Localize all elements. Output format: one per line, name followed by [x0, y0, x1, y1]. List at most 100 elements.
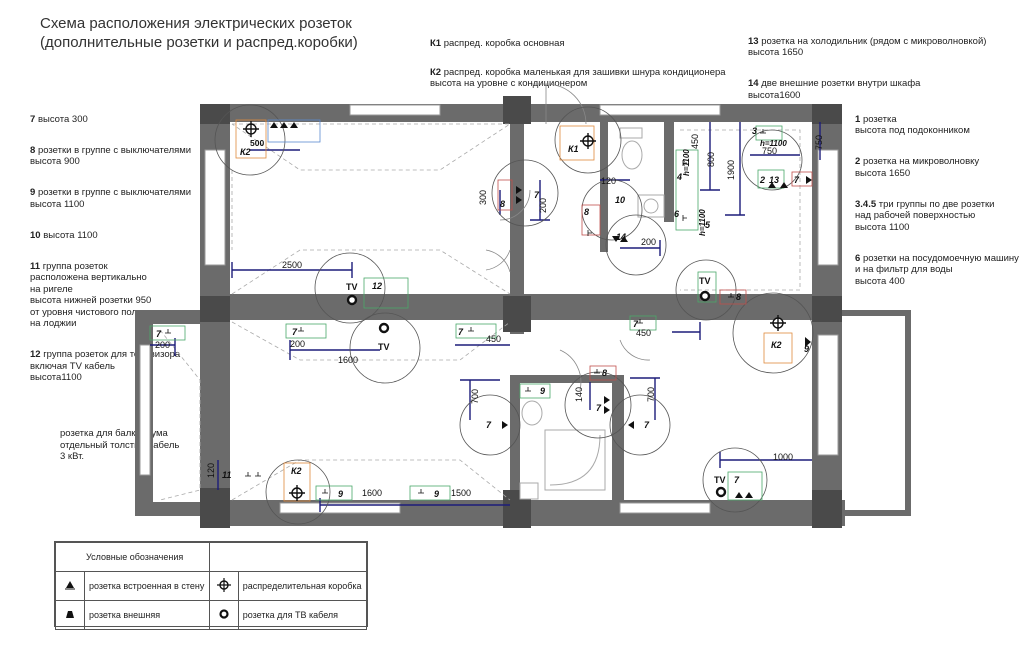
- label-7: 7: [734, 475, 740, 485]
- label-9: 9: [804, 344, 809, 354]
- legend-title: Условные обозначения: [55, 542, 210, 572]
- note-text: три группы по две розетки над рабочей по…: [855, 198, 995, 233]
- note-text: распред. коробка основная: [443, 37, 565, 49]
- note-text: группа розеток для телевизора включая TV…: [30, 349, 181, 383]
- tv-socket-icon: [208, 600, 239, 630]
- label-12: 12: [372, 281, 382, 291]
- wall-bath-top: [516, 375, 616, 383]
- note-num: 2: [855, 156, 861, 167]
- wall-loggia-right: [905, 310, 911, 516]
- note-num: 13: [748, 35, 759, 47]
- note-num: 9: [30, 187, 36, 198]
- dim-120: 120: [601, 176, 616, 186]
- label-7: 7: [486, 420, 492, 430]
- note-text: группа розеток расположена вертикально н…: [30, 260, 152, 330]
- note-text: розетки в группе с выключателями высота …: [30, 144, 192, 168]
- notes-junction-boxes: К1 распред. коробка основная К2 распред.…: [430, 26, 750, 101]
- label-tv: TV: [346, 282, 358, 292]
- dim-200: 200: [290, 339, 305, 349]
- label-h1100: h=1100: [682, 149, 691, 176]
- label-9: 9: [540, 386, 545, 396]
- note-num: 11: [30, 260, 41, 272]
- dim-800: 800: [706, 152, 716, 167]
- note-text: распред. коробка маленькая для зашивки ш…: [430, 66, 726, 90]
- label-h1100: h=1100: [698, 209, 707, 236]
- tv-socket-icon: [346, 294, 358, 306]
- tv-socket-icon: [699, 290, 711, 302]
- dim-2500: 2500: [282, 260, 302, 270]
- dimension-labels: 2500 200 200 1600 450 450 450 300 200 12…: [155, 134, 824, 498]
- external-socket-icons: [165, 129, 766, 494]
- note-num: 8: [30, 144, 36, 156]
- dim-120: 120: [206, 463, 216, 478]
- wall-loggia-bottom: [840, 510, 910, 516]
- label-7: 7: [596, 403, 602, 413]
- label-h1100: h=1100: [760, 139, 787, 148]
- label-11: 11: [222, 470, 231, 480]
- wall-wc-left: [600, 122, 608, 252]
- legend-external: розетка внешняя: [84, 600, 210, 630]
- columns: [200, 96, 842, 528]
- dimension-lines: [150, 122, 821, 512]
- wall-balcony-top: [135, 310, 215, 324]
- label-8: 8: [736, 292, 741, 302]
- legend-tv: розетка для ТВ кабеля: [237, 600, 368, 630]
- built-in-socket-icon: [55, 571, 85, 601]
- junction-box-icons: [243, 121, 786, 501]
- dim-140: 140: [574, 387, 584, 402]
- note-text: розетка на микроволновку высота 1650: [855, 156, 980, 179]
- label-k2: К2: [771, 340, 782, 350]
- label-8: 8: [584, 207, 589, 217]
- wall-bath-left: [510, 375, 520, 505]
- wall-balcony-bottom: [135, 502, 215, 516]
- label-7: 7: [156, 329, 162, 339]
- dim-450: 450: [486, 334, 501, 344]
- dim-450: 450: [636, 328, 651, 338]
- windows: [139, 104, 839, 514]
- label-3: 3: [752, 126, 757, 136]
- label-7: 7: [292, 327, 298, 337]
- label-7: 7: [794, 175, 800, 185]
- tv-socket-icon: [378, 322, 390, 334]
- page-title: Схема расположения электрических розеток…: [40, 15, 358, 51]
- note-num: 3.4.5: [855, 198, 877, 210]
- legend-built-in: розетка встроенная в стену: [84, 571, 210, 601]
- note-num: 14: [748, 78, 759, 89]
- note-num: 10: [30, 229, 41, 241]
- sink-icon: [521, 400, 543, 426]
- dim-200: 200: [155, 340, 170, 350]
- wall-kitchen-bottom: [598, 300, 812, 316]
- label-7: 7: [534, 190, 540, 200]
- wall-loggia-top: [840, 310, 910, 316]
- dim-200: 200: [538, 198, 548, 213]
- notes-kitchen: 13 розетка на холодильник (рядом с микро…: [748, 24, 1018, 113]
- dim-700: 700: [470, 389, 480, 404]
- dim-1500: 1500: [451, 488, 471, 498]
- note-num: 1: [855, 113, 861, 125]
- junction-box-icon: [208, 571, 239, 601]
- dim-300: 300: [478, 190, 488, 205]
- dim-750: 750: [814, 135, 824, 150]
- dim-750: 750: [762, 146, 777, 156]
- label-k2: К2: [291, 466, 302, 476]
- junction-box-icon: [770, 315, 786, 331]
- dim-1600: 1600: [362, 488, 382, 498]
- doors: [485, 83, 651, 391]
- dim-1600: 1600: [338, 355, 358, 365]
- note-num: К1: [430, 37, 442, 49]
- label-8: 8: [500, 199, 505, 209]
- legend: Условные обозначения розетка встроенная …: [54, 541, 368, 630]
- legend-empty: [208, 542, 368, 572]
- dim-1900: 1900: [726, 160, 736, 180]
- group-circles: [214, 104, 814, 525]
- note-text: розетки на посудомоечную машину и на фил…: [855, 252, 1019, 287]
- junction-box-icon: [289, 485, 305, 501]
- label-6: 6: [674, 209, 680, 219]
- note-text: высота 1100: [43, 229, 98, 241]
- label-k1: К1: [568, 144, 579, 154]
- notes-left: 7 высота 300 8 розетки в группе с выключ…: [30, 102, 205, 395]
- label-tv: TV: [699, 276, 711, 286]
- dim-450: 450: [690, 134, 700, 149]
- junction-box-icon: [580, 133, 596, 149]
